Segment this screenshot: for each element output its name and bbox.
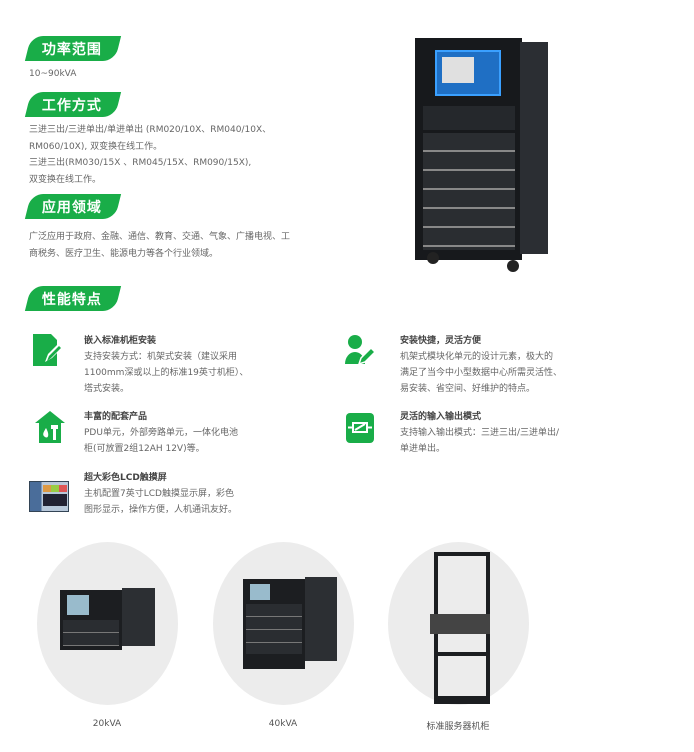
- mode-text: 三进三出/三进单出/单进单出 (RM020/10X、RM040/10X、 RM0…: [29, 125, 272, 185]
- section-heading-power: 功率范围: [24, 36, 122, 61]
- application-text: 广泛应用于政府、金融、通信、教育、交通、气象、广播电视、工 商税务、医疗卫生、能…: [29, 232, 291, 259]
- product-caption-20kva: 20kVA: [92, 719, 122, 729]
- feature-io-mode: 灵活的输入输出模式 支持输入输出模式：三进三出/三进单出/ 单进单出。: [400, 412, 560, 454]
- product-caption-server-rack: 标准服务器机柜: [426, 722, 490, 732]
- section-heading-mode: 工作方式: [24, 92, 122, 117]
- tower-ups-image: [415, 38, 550, 276]
- section-heading-application: 应用领域: [24, 194, 122, 219]
- product-40kva-image: [213, 542, 354, 705]
- power-range-text: 10~90kVA: [29, 69, 77, 79]
- feature-rack-mount: 嵌入标准机柜安装 支持安装方式：机架式安装（建议采用 1100mm深或以上的标准…: [84, 336, 249, 394]
- feature-lcd: 超大彩色LCD触摸屏 主机配置7英寸LCD触摸显示屏，彩色 图形显示，操作方便，…: [84, 473, 238, 515]
- user-pencil-icon: [345, 335, 375, 366]
- feature-accessories: 丰富的配套产品 PDU单元，外部旁路单元，一体化电池 柜(可放置2组12AH 1…: [84, 412, 238, 454]
- product-caption-40kva: 40kVA: [268, 719, 298, 729]
- lcd-screen-icon: [29, 481, 69, 512]
- product-20kva-image: [37, 542, 178, 705]
- section-heading-features: 性能特点: [24, 286, 122, 311]
- product-server-rack-image: [388, 542, 529, 705]
- io-mode-icon: [346, 413, 374, 443]
- feature-quick-install: 安装快捷，灵活方便 机架式模块化单元的设计元素，极大的 满足了当今中小型数据中心…: [400, 336, 563, 394]
- house-tools-icon: [35, 411, 65, 443]
- document-pencil-icon: [33, 334, 63, 366]
